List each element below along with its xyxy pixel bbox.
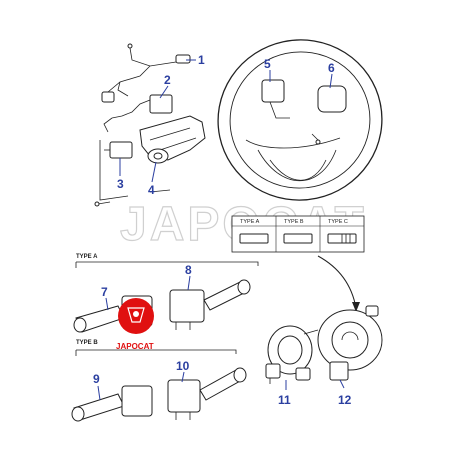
callout-3: 3 bbox=[117, 177, 124, 191]
leader-4 bbox=[151, 161, 157, 183]
japocat-logo: JAPOCAT bbox=[116, 298, 154, 351]
callout-11: 11 bbox=[278, 393, 291, 407]
arrow-to-spiral bbox=[317, 255, 357, 309]
spiral-cable-11 bbox=[265, 325, 313, 384]
section-type-a: TYPE A bbox=[76, 254, 98, 260]
leader-7 bbox=[105, 297, 109, 311]
spiral-cable-12 bbox=[303, 305, 383, 381]
callout-12: 12 bbox=[338, 393, 352, 407]
callout-9: 9 bbox=[93, 372, 100, 386]
type-table: TYPE A TYPE B TYPE C bbox=[231, 215, 365, 253]
ignition-assembly bbox=[94, 43, 206, 207]
leader-10 bbox=[181, 371, 185, 383]
switch-assembly-8 bbox=[169, 279, 251, 330]
switch-assembly-10 bbox=[167, 367, 247, 420]
type-b-bracket bbox=[76, 349, 237, 354]
callout-2: 2 bbox=[164, 73, 171, 87]
callout-10: 10 bbox=[176, 359, 190, 373]
logo-text: JAPOCAT bbox=[116, 342, 154, 351]
callout-5: 5 bbox=[264, 57, 271, 71]
type-a-bracket bbox=[76, 261, 259, 266]
leader-12 bbox=[339, 379, 345, 389]
switch-assembly-9 bbox=[71, 385, 153, 422]
leader-9 bbox=[97, 385, 101, 401]
type-table-header-b: TYPE B bbox=[284, 219, 304, 225]
type-table-header-c: TYPE C bbox=[328, 219, 348, 225]
leader-8 bbox=[187, 275, 191, 291]
leader-6 bbox=[329, 73, 333, 89]
callout-7: 7 bbox=[101, 285, 108, 299]
steering-wheel bbox=[217, 39, 383, 201]
leader-2 bbox=[159, 85, 169, 99]
section-type-b: TYPE B bbox=[76, 340, 98, 346]
arrow-head bbox=[352, 302, 360, 312]
callout-8: 8 bbox=[185, 263, 192, 277]
type-table-header-a: TYPE A bbox=[240, 219, 260, 225]
callout-4: 4 bbox=[148, 183, 155, 197]
callout-6: 6 bbox=[328, 61, 335, 75]
callout-1: 1 bbox=[198, 53, 205, 67]
